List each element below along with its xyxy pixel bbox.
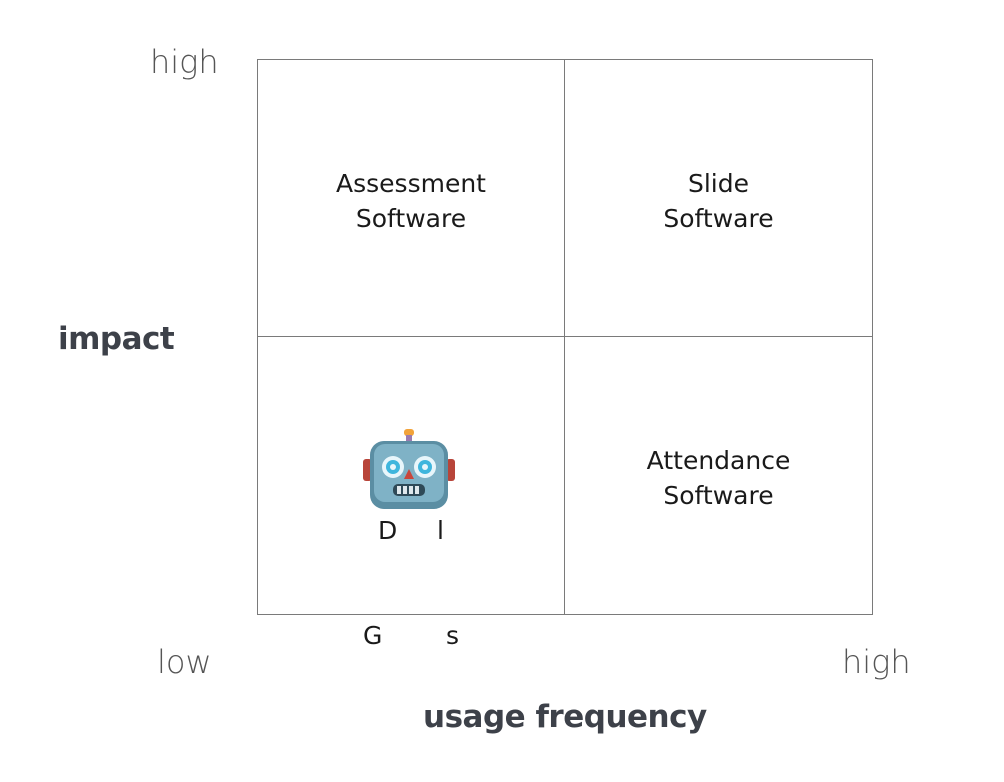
quadrant-matrix: Assessment Software Slide Software D l G…: [257, 59, 873, 650]
quadrant-label-line1: D l: [378, 516, 444, 545]
quadrant-label-line1: Attendance: [646, 446, 791, 475]
quadrant-bottom-right: Attendance Software: [565, 337, 872, 614]
x-axis-title: usage frequency: [423, 699, 707, 735]
quadrant-top-right: Slide Software: [565, 60, 872, 337]
quadrant-label-line2: Software: [663, 481, 774, 510]
quadrant-label-line1: Assessment: [336, 169, 486, 198]
quadrant-label: Assessment Software: [258, 166, 564, 236]
robot-face-icon: [363, 429, 455, 509]
quadrant-label-line2: Software: [355, 204, 467, 233]
quadrant-top-left: Assessment Software: [258, 60, 565, 337]
x-axis-low-label: low: [157, 643, 212, 681]
quadrant-label-line1: Slide: [687, 169, 749, 198]
quadrant-label-line2: Software: [663, 204, 774, 233]
quadrant-label: D l G s: [258, 443, 564, 723]
x-axis-high-label: high: [842, 643, 911, 681]
quadrant-label: Slide Software: [565, 166, 872, 236]
y-axis-high-label: high: [150, 43, 219, 81]
y-axis-title: impact: [58, 321, 175, 357]
quadrant-bottom-left: D l G s: [258, 337, 565, 650]
quadrant-label-line2: G s: [363, 621, 459, 650]
quadrant-label: Attendance Software: [565, 443, 872, 513]
